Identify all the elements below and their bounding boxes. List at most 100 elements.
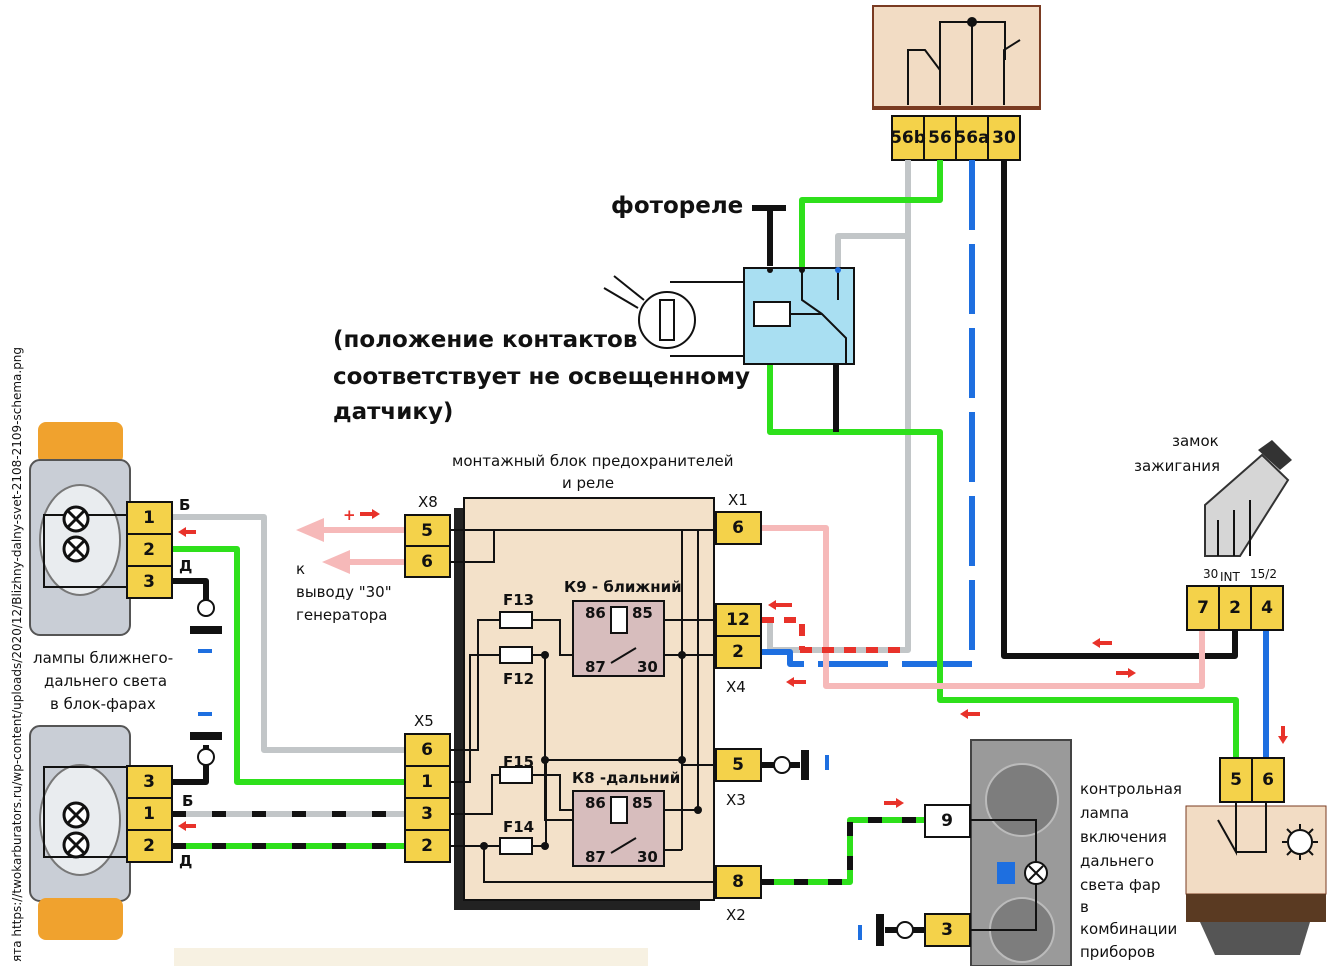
- k8-pin-30: 30: [637, 848, 658, 866]
- minus-marks: [198, 649, 862, 940]
- x5-pin-6: 6: [421, 740, 433, 760]
- indicator-label-3: включения: [1080, 828, 1167, 846]
- x5-pin-2: 2: [421, 836, 433, 856]
- wires: [172, 160, 1269, 946]
- gen-label-1: к: [296, 560, 305, 578]
- hlb-wire-b: Б: [182, 792, 193, 810]
- relay-k9-title: К9 - ближний: [564, 578, 682, 596]
- x2-pin-8: 8: [732, 872, 744, 892]
- pin-56b: 56b: [890, 128, 926, 148]
- hlt-pin-3: 3: [143, 572, 155, 592]
- light-switch: [872, 5, 1041, 110]
- x3-pin-5: 5: [732, 755, 744, 775]
- cluster-pin-3: 3: [941, 920, 953, 940]
- k8-pin-87: 87: [585, 848, 606, 866]
- light-switch-pins: 56b 56 56a 30: [890, 115, 1021, 161]
- x4-pin-2: 2: [732, 642, 744, 662]
- photorelay-label: фотореле: [611, 193, 743, 219]
- x1-pin-6: 6: [732, 518, 744, 538]
- indicator-label-4: дальнего: [1080, 852, 1154, 870]
- connector-x4: 12 2 X4: [715, 603, 762, 696]
- current-arrows: [178, 509, 1288, 831]
- ign-pin-2: 2: [1229, 598, 1241, 618]
- x2-label: X2: [726, 906, 746, 924]
- instrument-cluster: 9 3: [924, 739, 1072, 966]
- x1-label: X1: [728, 491, 748, 509]
- fuse-f15: F15: [503, 753, 534, 771]
- headlamp-bottom: 3 1 2 Б Д: [29, 725, 193, 940]
- ground-terminals: [197, 599, 914, 939]
- indicator-label-7: комбинации: [1080, 920, 1177, 938]
- connector-x5: X5 6 1 3 2: [404, 712, 451, 863]
- note-line-1: (положение контактов: [333, 327, 637, 353]
- x8-label: X8: [418, 493, 438, 511]
- gen-label-2: выводу "30": [296, 583, 392, 601]
- ign-term-int: INT: [1220, 570, 1241, 584]
- x4-pin-12: 12: [726, 610, 750, 630]
- cluster-pin-9: 9: [941, 811, 953, 831]
- x5-pin-3: 3: [421, 804, 433, 824]
- fuse-block: [450, 497, 715, 910]
- ign-pin-4: 4: [1261, 598, 1273, 618]
- photorelay: [603, 267, 855, 365]
- fuse-f13: F13: [503, 591, 534, 609]
- k9-pin-85: 85: [632, 604, 653, 622]
- x8-pin-6: 6: [421, 552, 433, 572]
- note-line-3: датчику): [333, 399, 453, 425]
- x3-label: X3: [726, 791, 746, 809]
- hlt-pin-1: 1: [143, 508, 155, 528]
- connector-x3: 5 X3: [715, 748, 762, 809]
- hlt-wire-d: Д: [179, 557, 192, 575]
- plus-sign: +: [343, 506, 356, 524]
- indicator-label-5: света фар: [1080, 876, 1161, 894]
- indicator-label-1: контрольная: [1080, 780, 1182, 798]
- x8-pin-5: 5: [421, 521, 433, 541]
- k9-pin-30: 30: [637, 658, 658, 676]
- hlb-wire-d: Д: [179, 852, 192, 870]
- headlamp-top: 1 2 3 Б Д: [29, 422, 192, 636]
- hlt-pin-2: 2: [143, 540, 155, 560]
- k8-pin-86: 86: [585, 794, 606, 812]
- lamps-label-2: дальнего света: [44, 672, 167, 690]
- k8-pin-85: 85: [632, 794, 653, 812]
- fuse-f14: F14: [503, 818, 534, 836]
- hlb-pin-1: 1: [143, 804, 155, 824]
- hlb-pin-3: 3: [143, 772, 155, 792]
- x4-label: X4: [726, 678, 746, 696]
- x5-pin-1: 1: [421, 772, 433, 792]
- stalk-pin-6: 6: [1262, 770, 1274, 790]
- pin-56: 56: [928, 128, 952, 148]
- hlt-wire-b: Б: [179, 496, 190, 514]
- stalk-pin-5: 5: [1230, 770, 1242, 790]
- indicator-label-2: лампа: [1080, 804, 1129, 822]
- indicator-label-8: приборов: [1080, 943, 1155, 961]
- connector-x8: X8 5 6: [404, 493, 451, 578]
- k9-pin-87: 87: [585, 658, 606, 676]
- ign-term-30: 30: [1203, 567, 1218, 581]
- gen-label-3: генератора: [296, 606, 388, 624]
- fuse-f12: F12: [503, 670, 534, 688]
- lamps-label-3: в блок-фарах: [50, 695, 156, 713]
- pin-30: 30: [992, 128, 1016, 148]
- k9-pin-86: 86: [585, 604, 606, 622]
- ign-term-15-2: 15/2: [1250, 567, 1277, 581]
- ignition-label-2: зажигания: [1134, 457, 1220, 475]
- fuse-block-label-1: монтажный блок предохранителей: [452, 452, 734, 470]
- indicator-label-6: в: [1080, 898, 1089, 916]
- caption-box: [174, 948, 648, 966]
- x5-label: X5: [414, 712, 434, 730]
- ign-pin-7: 7: [1197, 598, 1209, 618]
- stalk-switch: 5 6: [1185, 757, 1327, 955]
- ignition-switch: 30 INT 15/2 7 2 4: [1186, 440, 1292, 631]
- connector-x1: X1 6: [715, 491, 762, 545]
- relay-k8-title: К8 -дальний: [572, 769, 680, 787]
- source-url: ята https://twokarburators.ru/wp-content…: [10, 347, 24, 962]
- fuse-block-label-2: и реле: [562, 474, 614, 492]
- hlb-pin-2: 2: [143, 836, 155, 856]
- ignition-label-1: замок: [1172, 432, 1219, 450]
- note-line-2: соответствует не освещенному: [333, 364, 750, 390]
- lamps-label-1: лампы ближнего-: [33, 649, 173, 667]
- connector-x2: 8 X2: [715, 865, 762, 924]
- pin-56a: 56a: [954, 128, 989, 148]
